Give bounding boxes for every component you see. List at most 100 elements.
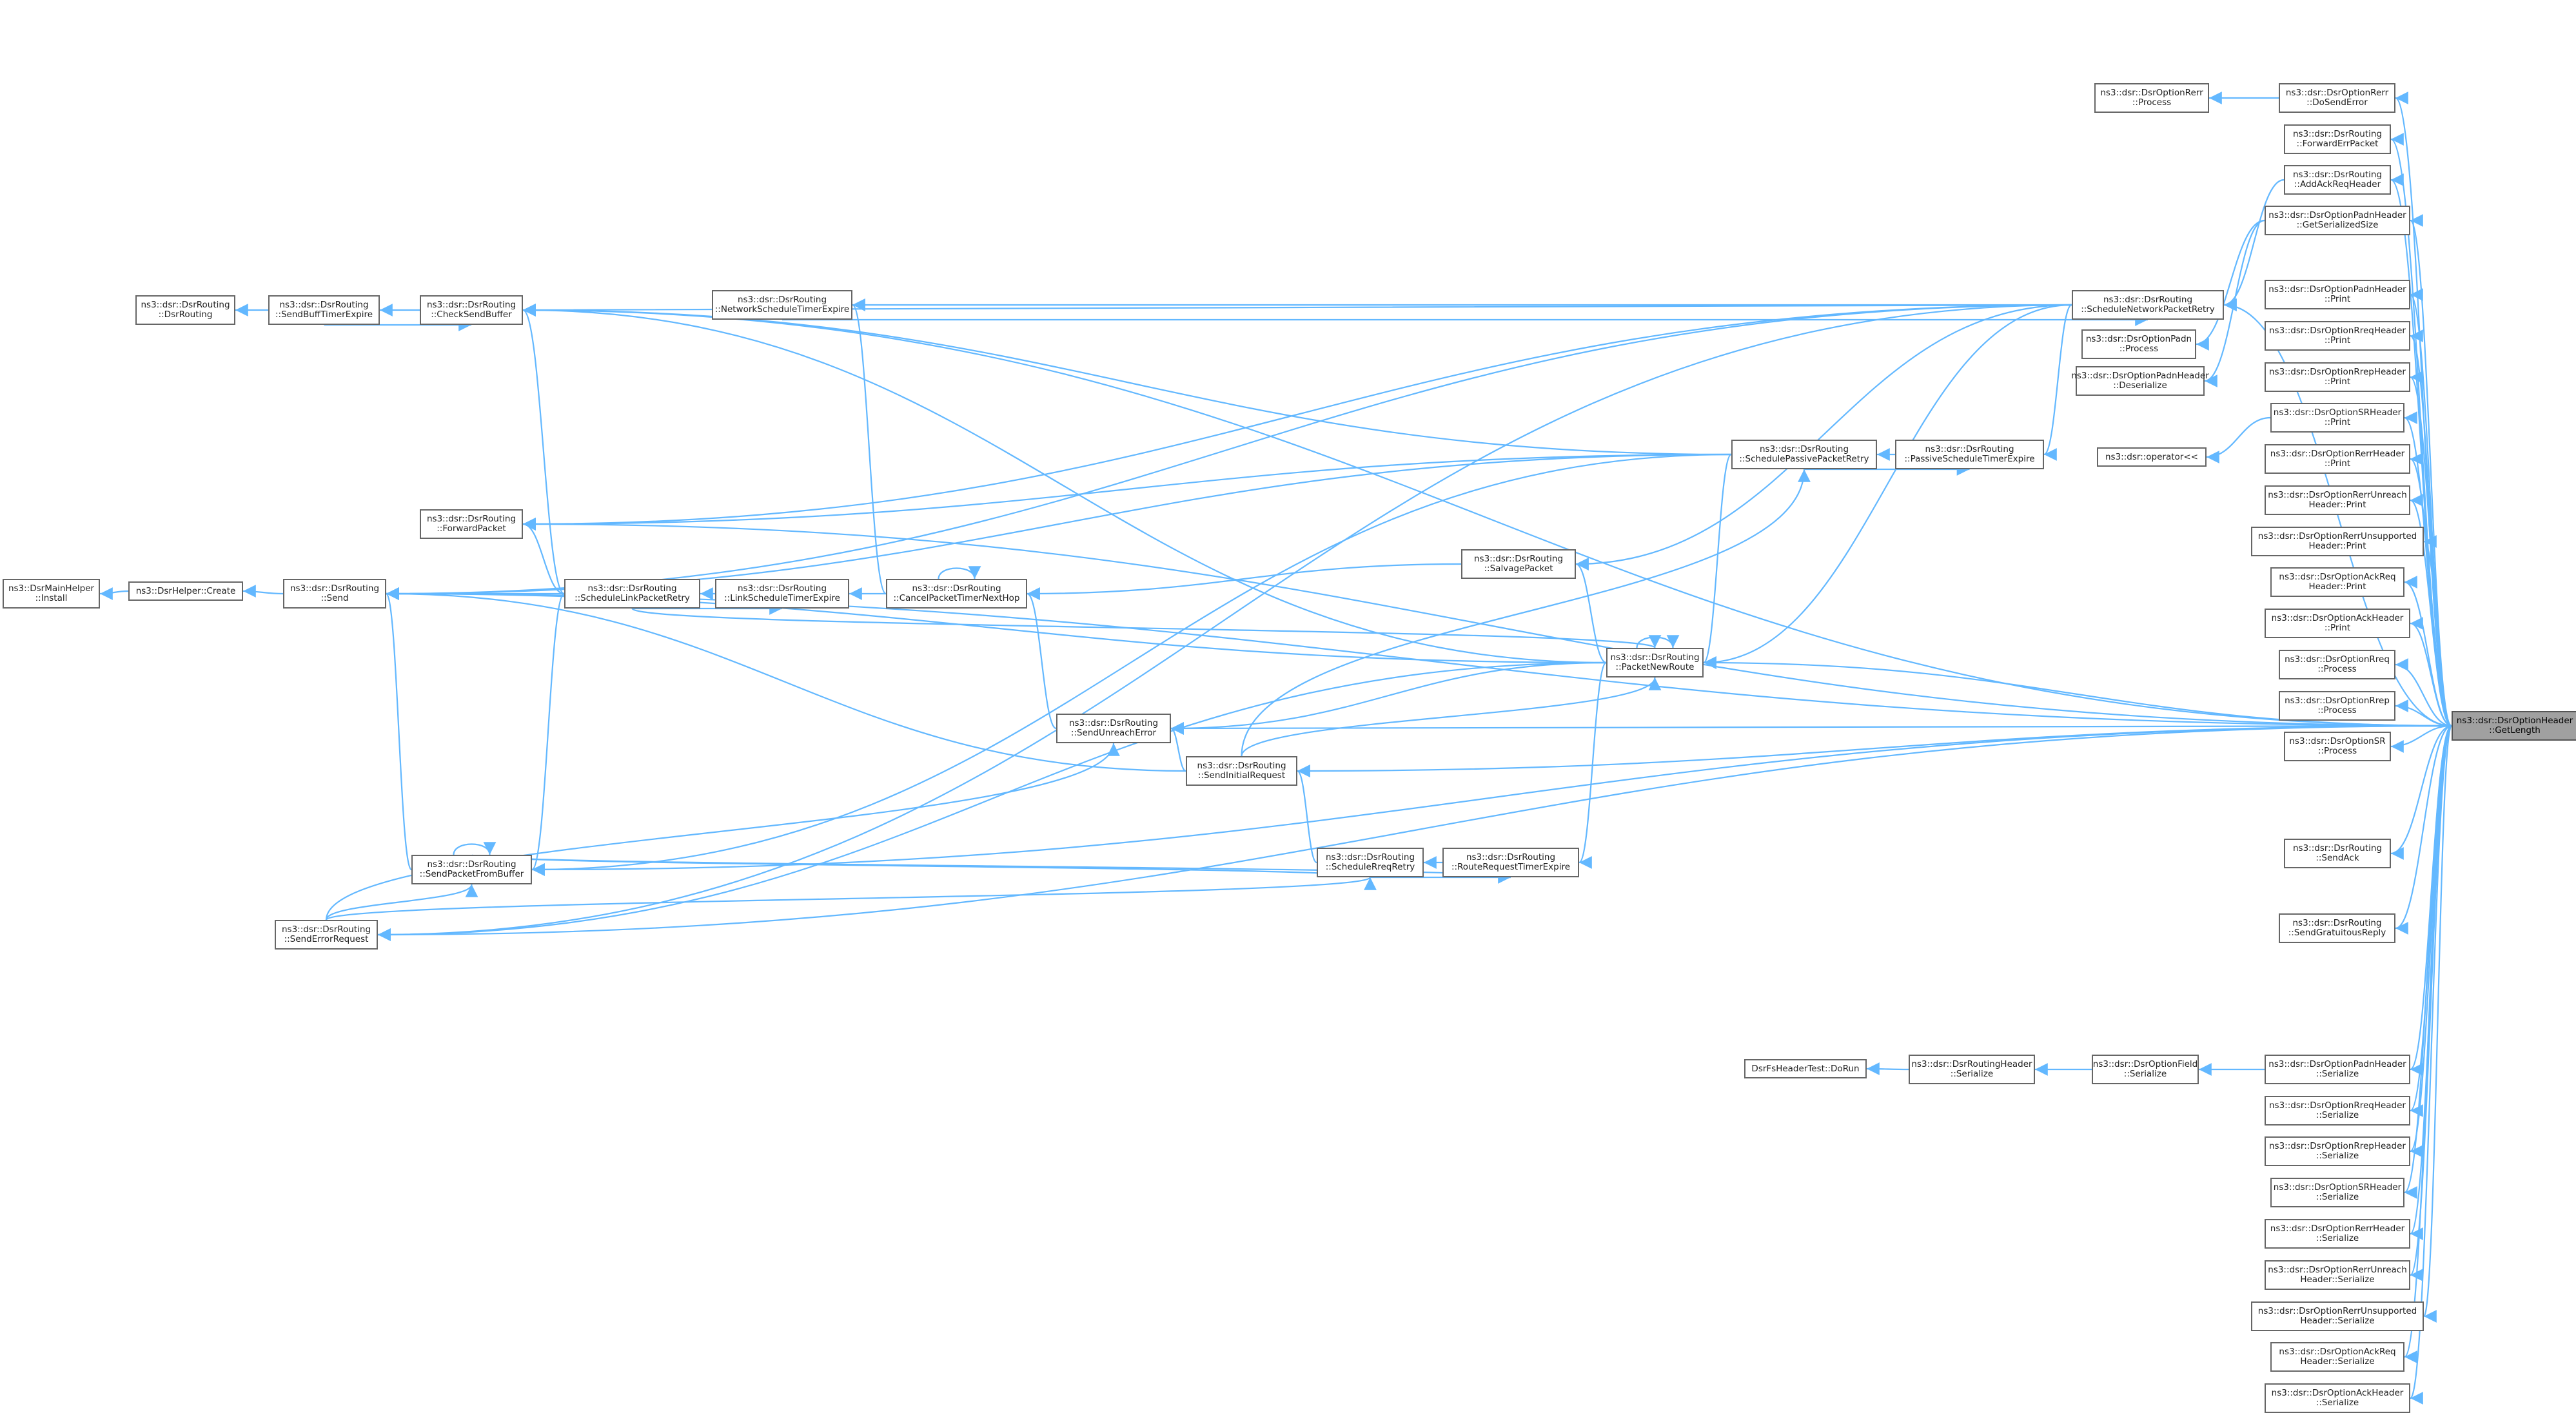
edge-packetNewRoute-to-target: [1703, 656, 2452, 727]
edge-packetNewRoute-to-sendInitialRequest: [1241, 677, 1662, 757]
node-send-packet-from-buffer[interactable]: ns3::dsr::DsrRouting::SendPacketFromBuff…: [411, 855, 532, 884]
node-label-line: ::Print: [2324, 376, 2351, 387]
node-label-line: ns3::DsrHelper::Create: [135, 585, 236, 596]
node-option-field-serialize[interactable]: ns3::dsr::DsrOptionField::Serialize: [2092, 1055, 2199, 1084]
node-operator-lshift[interactable]: ns3::dsr::operator<<: [2097, 447, 2207, 467]
node-forward-packet[interactable]: ns3::dsr::DsrRouting::ForwardPacket: [420, 509, 523, 539]
node-main-helper-install[interactable]: ns3::DsrMainHelper::Install: [3, 579, 100, 609]
node-send-buff-timer-expire[interactable]: ns3::dsr::DsrRouting::SendBuffTimerExpir…: [268, 295, 380, 325]
edge-rerrUnsupportedSerialize-to-target: [2423, 725, 2453, 1322]
node-packet-new-route[interactable]: ns3::dsr::DsrRouting::PacketNewRoute: [1606, 648, 1704, 677]
node-label-line: ::Serialize: [2123, 1069, 2167, 1079]
node-send-ack[interactable]: ns3::dsr::DsrRouting::SendAck: [2284, 839, 2391, 868]
node-rerr-serialize[interactable]: ns3::dsr::DsrOptionRerrHeader::Serialize: [2265, 1219, 2410, 1249]
edge-passiveScheduleTimerExpire-to-scheduleNetworkPacketRetry: [2043, 304, 2072, 461]
node-schedule-network-packet-retry[interactable]: ns3::dsr::DsrRouting::ScheduleNetworkPac…: [2072, 290, 2224, 320]
node-send-gratuitous-reply[interactable]: ns3::dsr::DsrRouting::SendGratuitousRepl…: [2279, 913, 2395, 943]
node-send[interactable]: ns3::dsr::DsrRouting::Send: [283, 579, 386, 609]
node-schedule-rreq-retry[interactable]: ns3::dsr::DsrRouting::ScheduleRreqRetry: [1317, 848, 1424, 877]
edge-mainHelperInstall-to-helperCreate: [99, 587, 129, 600]
node-label-line: ns3::dsr::DsrOptionRerrHeader: [2270, 449, 2405, 459]
node-label-line: ::Serialize: [2315, 1151, 2359, 1161]
node-send-unreach-error[interactable]: ns3::dsr::DsrRouting::SendUnreachError: [1056, 714, 1171, 743]
edge-send-to-scheduleNetworkPacketRetry: [386, 304, 2072, 600]
edge-sendInitialRequest-to-target: [1297, 725, 2452, 777]
node-padn-process[interactable]: ns3::dsr::DsrOptionPadn::Process: [2081, 329, 2196, 359]
node-label-line: ns3::dsr::DsrRouting: [2292, 170, 2383, 180]
node-rreq-process[interactable]: ns3::dsr::DsrOptionRreq::Process: [2279, 650, 2395, 679]
node-label-line: ::CancelPacketTimerNextHop: [893, 593, 1020, 603]
node-label-line: ::ForwardErrPacket: [2296, 139, 2379, 149]
node-label-line: ns3::dsr::DsrOptionRrepHeader: [2269, 1141, 2406, 1151]
node-rreq-serialize[interactable]: ns3::dsr::DsrOptionRreqHeader::Serialize: [2265, 1096, 2410, 1126]
node-label-line: ns3::dsr::DsrRouting: [279, 300, 369, 310]
node-label-line: ::NetworkScheduleTimerExpire: [714, 304, 850, 315]
node-ack-print[interactable]: ns3::dsr::DsrOptionAckHeader::Print: [2265, 609, 2410, 638]
node-send-initial-request[interactable]: ns3::dsr::DsrRouting::SendInitialRequest: [1186, 756, 1297, 786]
edge-cancelPacketTimerNextHop-to-cancelPacketTimerNextHop: [938, 566, 981, 580]
node-fs-header-test-do-run[interactable]: DsrFsHeaderTest::DoRun: [1744, 1059, 1867, 1078]
node-label-line: ns3::dsr::DsrRouting: [2292, 918, 2382, 928]
node-cancel-packet-timer-next-hop[interactable]: ns3::dsr::DsrRouting::CancelPacketTimerN…: [886, 579, 1027, 609]
node-passive-schedule-timer-expire[interactable]: ns3::dsr::DsrRouting::PassiveScheduleTim…: [1895, 440, 2044, 469]
node-ack-serialize[interactable]: ns3::dsr::DsrOptionAckHeader::Serialize: [2265, 1383, 2410, 1413]
node-rreq-print[interactable]: ns3::dsr::DsrOptionRreqHeader::Print: [2265, 321, 2410, 351]
node-label-line: ::Print: [2324, 458, 2351, 469]
node-padn-print[interactable]: ns3::dsr::DsrOptionPadnHeader::Print: [2265, 280, 2410, 309]
node-padn-deserialize[interactable]: ns3::dsr::DsrOptionPadnHeader::Deseriali…: [2071, 366, 2209, 396]
node-padn-serialize[interactable]: ns3::dsr::DsrOptionPadnHeader::Serialize: [2265, 1055, 2410, 1084]
node-rrep-serialize[interactable]: ns3::dsr::DsrOptionRrepHeader::Serialize: [2265, 1136, 2410, 1166]
node-network-schedule-timer-expire[interactable]: ns3::dsr::DsrRouting::NetworkScheduleTim…: [712, 290, 852, 320]
node-label-line: ::Print: [2324, 417, 2351, 427]
node-label-line: ns3::dsr::DsrRouting: [1610, 652, 1700, 663]
node-forward-err-packet[interactable]: ns3::dsr::DsrRouting::ForwardErrPacket: [2284, 124, 2391, 154]
edge-sendUnreachError-to-packetNewRoute: [1170, 661, 1607, 735]
node-link-schedule-timer-expire[interactable]: ns3::dsr::DsrRouting::LinkScheduleTimerE…: [715, 579, 849, 609]
node-helper-create[interactable]: ns3::DsrHelper::Create: [128, 581, 243, 601]
node-label-line: ns3::dsr::DsrRouting: [141, 300, 230, 310]
node-rrep-print[interactable]: ns3::dsr::DsrOptionRrepHeader::Print: [2265, 362, 2410, 392]
node-routing-header-serialize[interactable]: ns3::dsr::DsrRoutingHeader::Serialize: [1909, 1055, 2035, 1084]
node-label-line: ns3::dsr::DsrRouting: [1759, 444, 1849, 454]
edge-salvagePacket-to-packetNewRoute: [1575, 558, 1607, 664]
node-label-line: ns3::dsr::DsrOptionAckReq: [2279, 572, 2396, 582]
node-label-line: ::Deserialize: [2113, 380, 2167, 391]
node-rrep-process[interactable]: ns3::dsr::DsrOptionRrep::Process: [2279, 691, 2395, 721]
edge-forwardPacket-to-target: [522, 518, 2452, 727]
node-rerr-print[interactable]: ns3::dsr::DsrOptionRerrHeader::Print: [2265, 444, 2410, 474]
edge-packetNewRoute-to-schedulePassivePacketRetry: [1702, 453, 1733, 669]
node-add-ack-req-header[interactable]: ns3::dsr::DsrRouting::AddAckReqHeader: [2284, 165, 2391, 195]
node-send-error-request[interactable]: ns3::dsr::DsrRouting::SendErrorRequest: [275, 920, 378, 950]
node-rerr-process[interactable]: ns3::dsr::DsrOptionRerr::Process: [2094, 83, 2209, 113]
node-label-line: ns3::dsr::DsrRouting: [1197, 761, 1286, 771]
node-sr-serialize[interactable]: ns3::dsr::DsrOptionSRHeader::Serialize: [2270, 1178, 2404, 1207]
node-sr-process[interactable]: ns3::dsr::DsrOptionSR::Process: [2284, 732, 2391, 761]
node-label-line: ns3::dsr::DsrRouting: [1473, 554, 1564, 564]
node-target[interactable]: ns3::dsr::DsrOptionHeader::GetLength: [2452, 711, 2576, 741]
node-label-line: Header::Serialize: [2300, 1274, 2375, 1285]
node-schedule-passive-packet-retry[interactable]: ns3::dsr::DsrRouting::SchedulePassivePac…: [1731, 440, 1877, 469]
node-salvage-packet[interactable]: ns3::dsr::DsrRouting::SalvagePacket: [1461, 549, 1576, 579]
node-padn-get-serialized-size[interactable]: ns3::dsr::DsrOptionPadnHeader::GetSerial…: [2265, 206, 2410, 235]
node-label-line: ns3::dsr::DsrRouting: [587, 583, 677, 594]
node-label-line: ns3::DsrMainHelper: [8, 583, 95, 594]
node-route-request-timer-expire[interactable]: ns3::dsr::DsrRouting::RouteRequestTimerE…: [1442, 848, 1579, 877]
node-check-send-buffer[interactable]: ns3::dsr::DsrRouting::CheckSendBuffer: [420, 295, 523, 325]
node-label-line: ns3::dsr::DsrRouting: [426, 300, 516, 310]
node-sr-print[interactable]: ns3::dsr::DsrOptionSRHeader::Print: [2270, 403, 2404, 433]
node-label-line: ns3::dsr::DsrOptionPadn: [2085, 334, 2192, 344]
node-label-line: ::PacketNewRoute: [1615, 662, 1695, 672]
node-dsr-routing-ctor[interactable]: ns3::dsr::DsrRouting::DsrRouting: [135, 295, 235, 325]
node-schedule-link-packet-retry[interactable]: ns3::dsr::DsrRouting::ScheduleLinkPacket…: [564, 579, 700, 609]
node-label-line: ns3::dsr::DsrOptionRerr: [2100, 88, 2203, 98]
node-label-line: ns3::dsr::DsrRouting: [1925, 444, 2014, 454]
node-rerr-do-send-error[interactable]: ns3::dsr::DsrOptionRerr::DoSendError: [2279, 83, 2395, 113]
edge-rerrUnreachPrint-to-target: [2410, 494, 2452, 727]
